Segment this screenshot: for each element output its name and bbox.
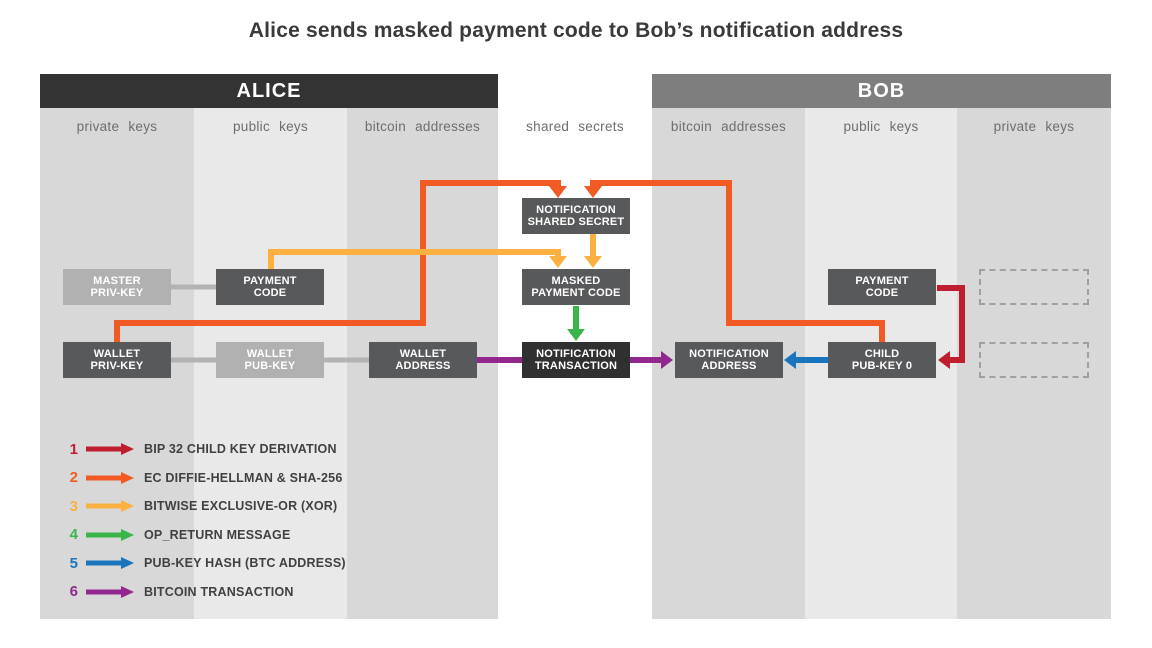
alice-header: ALICE <box>40 74 498 108</box>
legend-arrow-purple-icon <box>85 585 135 599</box>
arrow-btc-tx-to-notification-address <box>630 351 673 369</box>
gray-connectors <box>171 284 370 363</box>
arrow-op-return <box>567 306 585 341</box>
arrow-line <box>937 285 965 363</box>
column-label-shared-secrets: shared secrets <box>526 119 624 134</box>
legend-number: 2 <box>69 469 78 486</box>
arrowhead-down-icon <box>549 186 567 198</box>
bob-header: BOB <box>652 74 1111 108</box>
box-wallet-priv-key: WALLET PRIV-KEY <box>63 342 171 378</box>
column-label-bob-bitcoin-addresses: bitcoin addresses <box>670 119 787 134</box>
column-label-bob-public-keys: public keys <box>843 119 919 134</box>
arrowhead-left-icon <box>784 351 796 369</box>
legend-number: 4 <box>69 526 78 543</box>
legend-arrow-green-icon <box>85 528 135 542</box>
legend-label: PUB-KEY HASH (BTC ADDRESS) <box>144 556 346 570</box>
legend-arrow-blue-icon <box>85 556 135 570</box>
column-label-bob-private-keys: private keys <box>993 119 1075 134</box>
bob-column-private-keys <box>957 108 1111 619</box>
box-payment-code-bob: PAYMENT CODE <box>828 269 936 305</box>
legend-number: 5 <box>69 554 78 572</box>
legend-number: 6 <box>69 583 78 600</box>
box-child-pub-key-0: CHILD PUB-KEY 0 <box>828 342 936 378</box>
box-bob-placeholder-1 <box>979 269 1089 305</box>
legend-item-pubkey-hash: 5 PUB-KEY HASH (BTC ADDRESS) <box>62 554 346 572</box>
legend-label: OP_RETURN MESSAGE <box>144 527 291 542</box>
arrow-line <box>590 180 885 342</box>
box-notification-address: NOTIFICATION ADDRESS <box>675 342 783 378</box>
arrow-xor-from-payment-code <box>268 249 567 269</box>
arrowhead-down-icon <box>584 256 602 268</box>
box-bob-placeholder-2 <box>979 342 1089 378</box>
legend-label: BITCOIN TRANSACTION <box>144 584 294 599</box>
arrowhead-down-icon <box>549 256 567 268</box>
legend-label: BIP 32 CHILD KEY DERIVATION <box>144 442 337 456</box>
legend-arrow-yellow-icon <box>85 499 135 513</box>
legend-label: BITWISE EXCLUSIVE-OR (XOR) <box>144 499 338 513</box>
arrow-xor-from-shared-secret <box>584 234 602 268</box>
page-title: Alice sends masked payment code to Bob’s… <box>248 19 904 42</box>
legend-arrow-orange-icon <box>85 471 135 485</box>
legend: 1 BIP 32 CHILD KEY DERIVATION 2 EC DIFFI… <box>62 440 346 601</box>
box-payment-code-alice: PAYMENT CODE <box>216 269 324 305</box>
arrowhead-right-icon <box>661 351 673 369</box>
arrow-line <box>268 249 561 269</box>
arrow-ecdh-from-bob-child-pub-key <box>584 180 885 342</box>
legend-item-bip32: 1 BIP 32 CHILD KEY DERIVATION <box>62 440 346 458</box>
legend-item-xor: 3 BITWISE EXCLUSIVE-OR (XOR) <box>62 497 346 515</box>
arrow-line <box>114 180 561 343</box>
box-wallet-pub-key: WALLET PUB-KEY <box>216 342 324 378</box>
box-wallet-address: WALLET ADDRESS <box>369 342 477 378</box>
legend-label: EC DIFFIE-HELLMAN & SHA-256 <box>144 470 343 485</box>
column-label-alice-public-keys: public keys <box>232 119 309 134</box>
legend-item-op-return: 4 OP_RETURN MESSAGE <box>62 526 346 543</box>
legend-item-btc-tx: 6 BITCOIN TRANSACTION <box>62 583 346 600</box>
column-label-alice-bitcoin-addresses: bitcoin addresses <box>364 119 481 134</box>
arrowhead-left-icon <box>938 351 950 369</box>
legend-arrow-red-icon <box>85 442 135 456</box>
legend-number: 3 <box>69 497 78 515</box>
column-label-alice-private-keys: private keys <box>76 119 158 134</box>
box-masked-payment-code: MASKED PAYMENT CODE <box>522 269 630 305</box>
arrow-ecdh-from-alice-wallet-priv-key <box>114 180 567 343</box>
arrowhead-down-icon <box>584 186 602 198</box>
legend-number: 1 <box>69 440 78 458</box>
arrow-bip32-derivation <box>937 285 965 369</box>
box-notification-transaction: NOTIFICATION TRANSACTION <box>522 342 630 378</box>
box-notification-shared-secret: NOTIFICATION SHARED SECRET <box>522 198 630 234</box>
arrowhead-down-icon <box>567 329 585 341</box>
legend-item-ecdh: 2 EC DIFFIE-HELLMAN & SHA-256 <box>62 469 346 486</box>
box-master-priv-key: MASTER PRIV-KEY <box>63 269 171 305</box>
arrow-pubkey-hash <box>784 351 828 369</box>
